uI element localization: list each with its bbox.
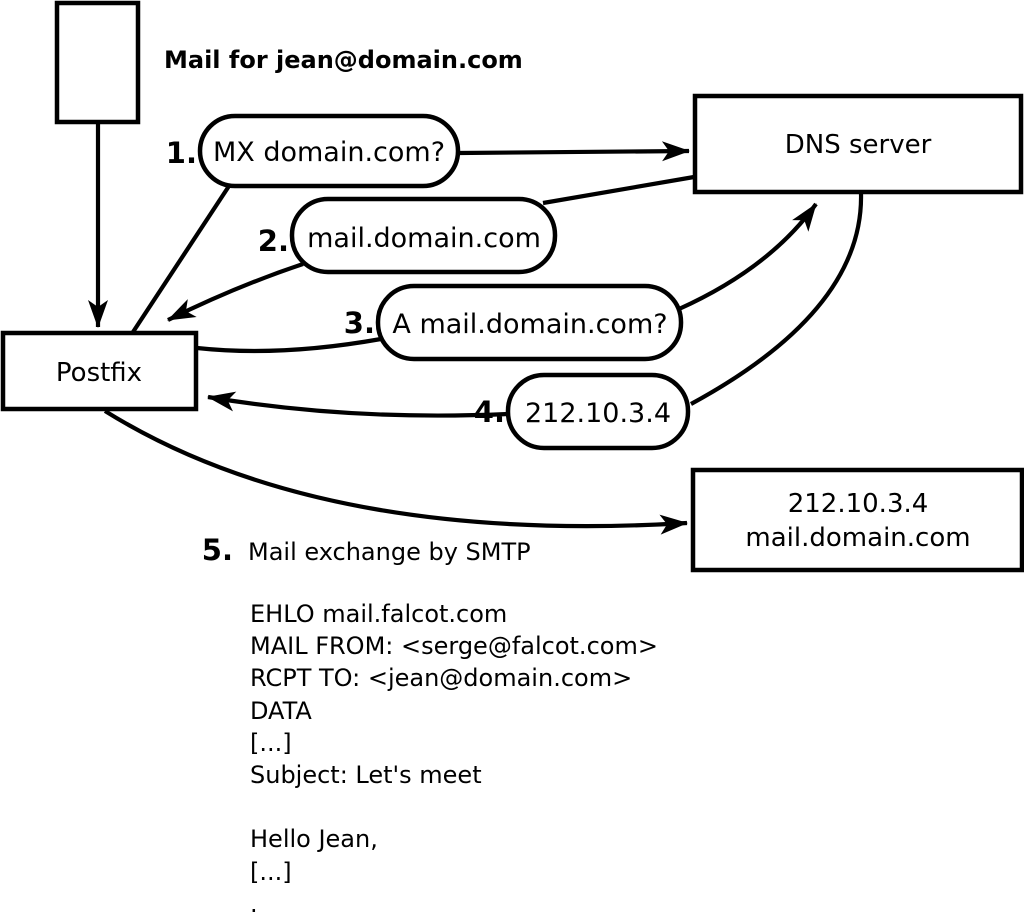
- query1-label: MX domain.com?: [213, 137, 445, 168]
- connector-dns-to-response2: [542, 174, 695, 206]
- smtp-line: [...]: [250, 858, 292, 886]
- step2-number: 2.: [258, 224, 289, 258]
- smtp-line: EHLO mail.falcot.com: [250, 600, 507, 628]
- arrow-query3-to-dns: [678, 202, 818, 311]
- response4-pill: [505, 372, 691, 451]
- step1-number: 1.: [166, 136, 197, 170]
- query1-pill: [197, 113, 461, 189]
- connector-dns-to-response4: [689, 192, 864, 406]
- smtp-line: RCPT TO: <jean@domain.com>: [250, 664, 632, 692]
- postfix-box: [0, 330, 199, 412]
- arrow-smtp-exchange: [103, 409, 688, 535]
- mail-for-label: Mail for jean@domain.com: [164, 46, 523, 74]
- step3-number: 3.: [344, 306, 375, 340]
- shapes: [0, 0, 1024, 573]
- query3-pill: [375, 283, 684, 362]
- smtp-transcript: EHLO mail.falcot.com MAIL FROM: <serge@f…: [250, 600, 658, 918]
- mail-message-box: [54, 0, 141, 125]
- connector-postfix-to-query3: [196, 336, 382, 354]
- wires: [88, 122, 864, 535]
- step4-number: 4.: [474, 395, 505, 429]
- smtp-line: Subject: Let's meet: [250, 761, 482, 789]
- response4-label: 212.10.3.4: [525, 398, 671, 429]
- labels: Mail for jean@domain.com 1. MX domain.co…: [56, 46, 971, 567]
- response2-label: mail.domain.com: [307, 223, 541, 254]
- mail-server-host-label: mail.domain.com: [745, 523, 970, 553]
- smtp-line: [...]: [250, 729, 292, 757]
- smtp-line: .: [250, 890, 258, 918]
- dns-server-label: DNS server: [785, 130, 932, 160]
- response2-pill: [289, 196, 558, 275]
- dns-server-box: [692, 93, 1024, 195]
- postfix-label: Postfix: [56, 358, 142, 388]
- step5-number: 5.: [202, 533, 233, 567]
- step5-label: Mail exchange by SMTP: [248, 538, 531, 566]
- mail-server-box: [690, 467, 1024, 573]
- query3-label: A mail.domain.com?: [392, 309, 667, 340]
- mail-server-ip-label: 212.10.3.4: [788, 489, 929, 519]
- connector-postfix-to-query1: [131, 184, 231, 334]
- arrow-query1-to-dns: [458, 141, 690, 162]
- smtp-line: Hello Jean,: [250, 825, 378, 853]
- smtp-line: MAIL FROM: <serge@falcot.com>: [250, 632, 658, 660]
- arrow-response2-to-postfix: [167, 262, 304, 322]
- arrow-response4-to-postfix: [207, 391, 509, 418]
- smtp-line: DATA: [250, 697, 312, 725]
